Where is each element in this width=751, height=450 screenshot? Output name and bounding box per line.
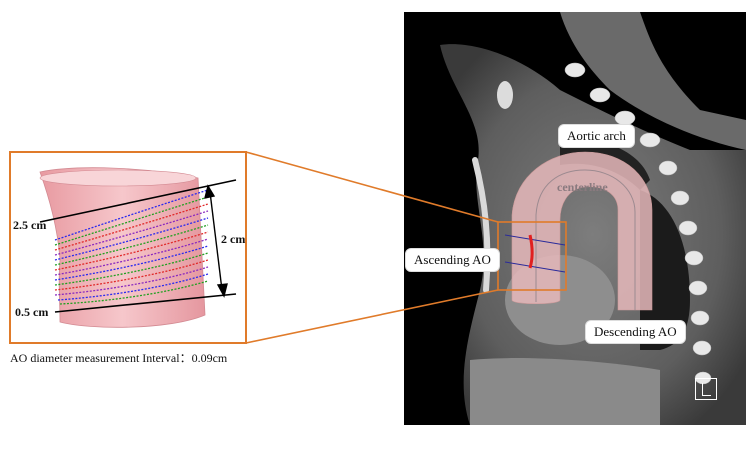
centerline-label: centerline [557, 180, 608, 195]
ascending-ao-label: Ascending AO [405, 248, 500, 272]
ct-scan-panel [404, 12, 746, 425]
diameter-top-label: 2.5 cm [13, 218, 46, 233]
figure-caption: AO diameter measurement Interval：0.09cm [10, 349, 227, 366]
diameter-bottom-label: 0.5 cm [15, 305, 48, 320]
l-orientation-marker-icon [695, 378, 717, 400]
descending-ao-label: Descending AO [585, 320, 686, 344]
aortic-arch-label: Aortic arch [558, 124, 635, 148]
length-label: 2 cm [221, 232, 245, 247]
